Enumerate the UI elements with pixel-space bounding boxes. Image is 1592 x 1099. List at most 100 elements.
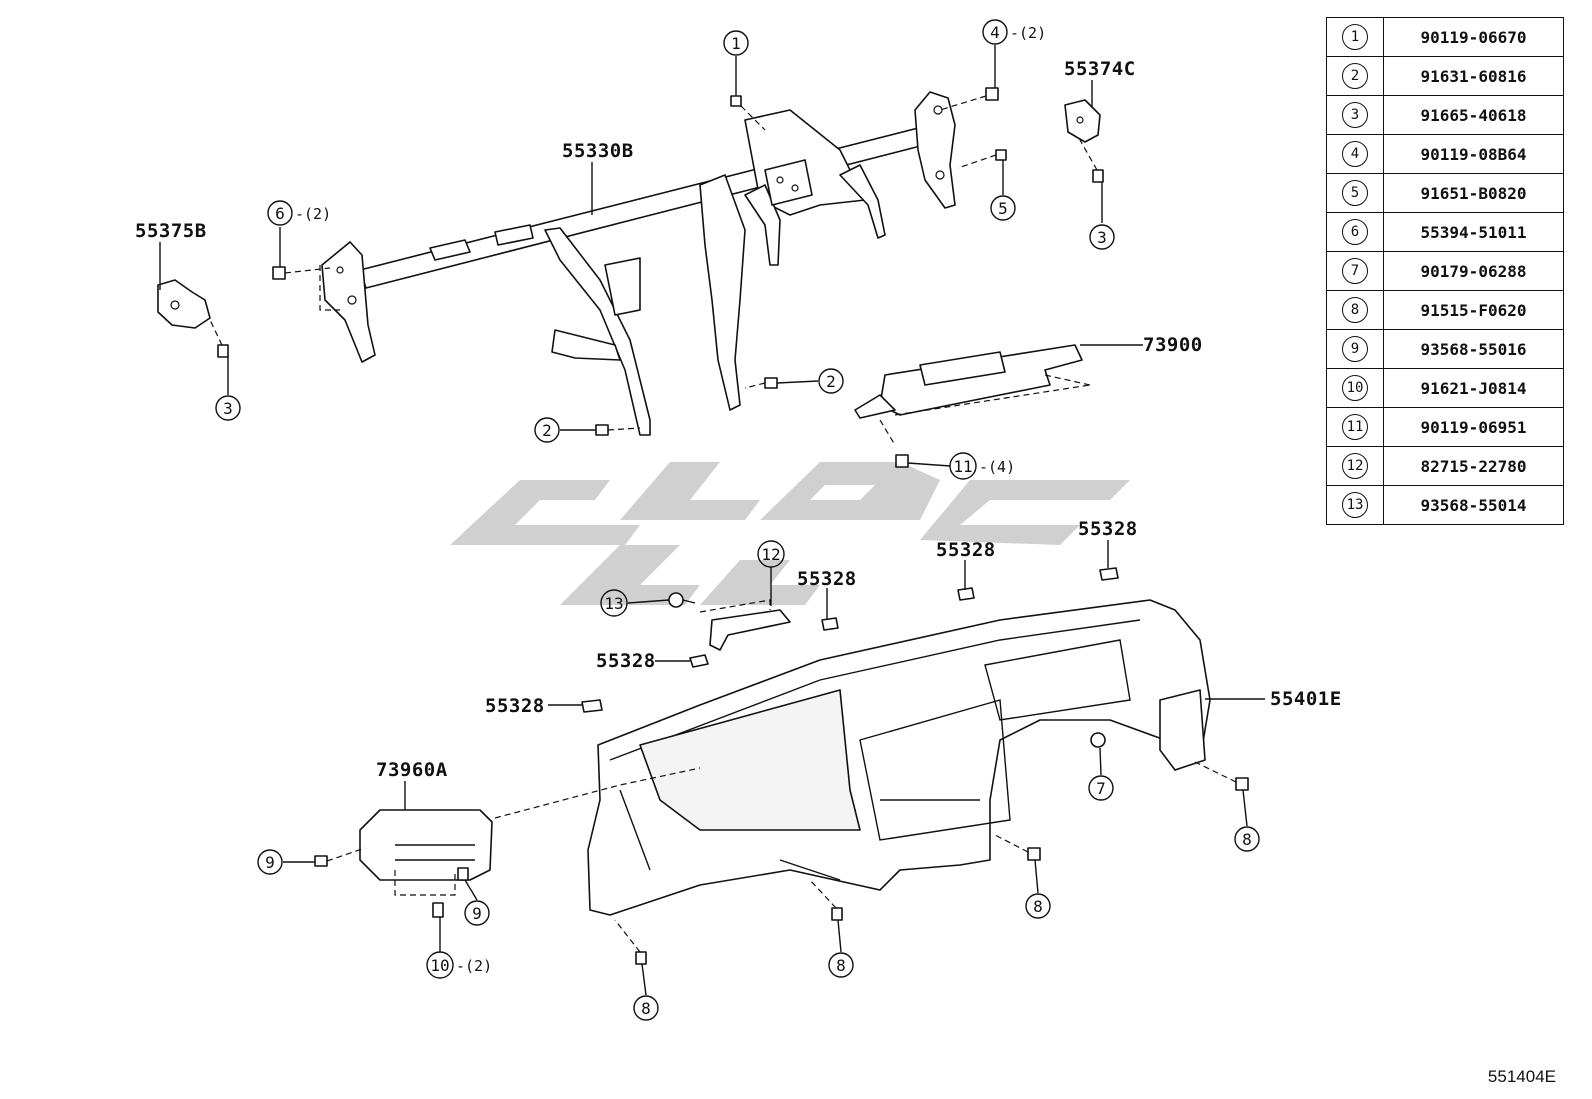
callout-3-left: 3 (215, 395, 241, 421)
callout-8-c: 8 (1025, 893, 1051, 919)
svg-text:8: 8 (1033, 897, 1043, 916)
row-number: 3 (1342, 102, 1368, 128)
svg-text:-(2): -(2) (295, 205, 331, 223)
callout-4: 4 -(2) (982, 19, 1046, 45)
bolt-9-right (457, 867, 469, 881)
bracket-12 (699, 599, 791, 651)
label-55401E: 55401E (1270, 688, 1342, 710)
bolt-11 (895, 454, 909, 468)
svg-text:8: 8 (836, 956, 846, 975)
part-number: 90179-06288 (1383, 251, 1564, 291)
screw-3-left (209, 319, 229, 358)
svg-text:3: 3 (1097, 228, 1107, 247)
row-number: 13 (1342, 492, 1368, 518)
svg-text:9: 9 (265, 853, 275, 872)
callout-9-right: 9 (464, 900, 490, 926)
leader-lines (159, 45, 1265, 996)
callout-8-b: 8 (828, 952, 854, 978)
bolt-10 (432, 902, 444, 918)
bracket-55374C (1064, 99, 1101, 143)
part-number: 55394-51011 (1383, 212, 1564, 252)
svg-text:11: 11 (953, 457, 972, 476)
svg-text:12: 12 (761, 545, 780, 564)
callout-2-upper: 2 (818, 368, 844, 394)
screw-3-right (1079, 139, 1104, 183)
label-73960A: 73960A (376, 759, 448, 781)
callout-11: 11 -(4) (949, 452, 1015, 480)
svg-text:1: 1 (731, 34, 741, 53)
bolt-5 (957, 149, 1007, 169)
label-55374C: 55374C (1064, 58, 1136, 80)
bolt-4 (939, 87, 999, 111)
svg-text:-(2): -(2) (1010, 24, 1046, 42)
svg-text:10: 10 (430, 956, 449, 975)
callout-13: 13 (600, 589, 628, 617)
row-number: 6 (1342, 219, 1368, 245)
svg-text:-(2): -(2) (456, 957, 492, 975)
row-number: 2 (1342, 63, 1368, 89)
table-row: 7 90179-06288 (1326, 251, 1564, 291)
callout-10: 10 -(2) (426, 951, 492, 979)
row-number: 1 (1342, 24, 1368, 50)
svg-text:9: 9 (472, 904, 482, 923)
table-row: 13 93568-55014 (1326, 485, 1564, 525)
svg-text:7: 7 (1096, 779, 1106, 798)
table-row: 4 90119-08B64 (1326, 134, 1564, 174)
label-73900: 73900 (1143, 334, 1203, 356)
callout-12: 12 (757, 540, 785, 568)
callout-7: 7 (1088, 775, 1114, 801)
callout-3-right: 3 (1089, 224, 1115, 250)
label-55328-c: 55328 (797, 568, 857, 590)
part-number: 90119-06951 (1383, 407, 1564, 447)
table-row: 6 55394-51011 (1326, 212, 1564, 252)
row-number: 12 (1342, 453, 1368, 479)
part-number: 91651-B0820 (1383, 173, 1564, 213)
svg-text:2: 2 (542, 421, 552, 440)
svg-text:3: 3 (223, 399, 233, 418)
label-55330B: 55330B (562, 140, 634, 162)
part-number: 91665-40618 (1383, 95, 1564, 135)
watermark-logo (450, 462, 1130, 605)
svg-text:-(4): -(4) (979, 458, 1015, 476)
svg-text:13: 13 (604, 594, 623, 613)
callout-6: 6-(2) (267, 200, 331, 226)
table-row: 3 91665-40618 (1326, 95, 1564, 135)
callout-8-d: 8 (1234, 826, 1260, 852)
bolt-9-left (314, 847, 366, 867)
row-number: 5 (1342, 180, 1368, 206)
table-row: 5 91651-B0820 (1326, 173, 1564, 213)
bracket-55375B (157, 279, 211, 329)
row-number: 7 (1342, 258, 1368, 284)
svg-text:8: 8 (641, 999, 651, 1018)
bolt-8-c (994, 834, 1041, 861)
svg-text:4: 4 (990, 23, 1000, 42)
part-number: 90119-08B64 (1383, 134, 1564, 174)
label-55328-d: 55328 (596, 650, 656, 672)
part-number: 91621-J0814 (1383, 368, 1564, 408)
module-73900 (854, 344, 1091, 446)
callout-8-a: 8 (633, 995, 659, 1021)
svg-text:2: 2 (826, 372, 836, 391)
part-number: 93568-55014 (1383, 485, 1564, 525)
callout-1: 1 (723, 30, 749, 56)
callout-2-lower: 2 (534, 417, 560, 443)
bolt-2-upper (744, 377, 778, 389)
clips-55328 (581, 567, 1119, 713)
svg-text:8: 8 (1242, 830, 1252, 849)
row-number: 9 (1342, 336, 1368, 362)
instrument-panel-55401E (587, 599, 1211, 916)
callout-9-left: 9 (257, 849, 283, 875)
row-number: 4 (1342, 141, 1368, 167)
bolt-6 (272, 265, 340, 311)
part-number: 91515-F0620 (1383, 290, 1564, 330)
bolt-8-d (1194, 761, 1249, 791)
callout-5: 5 (990, 195, 1016, 221)
